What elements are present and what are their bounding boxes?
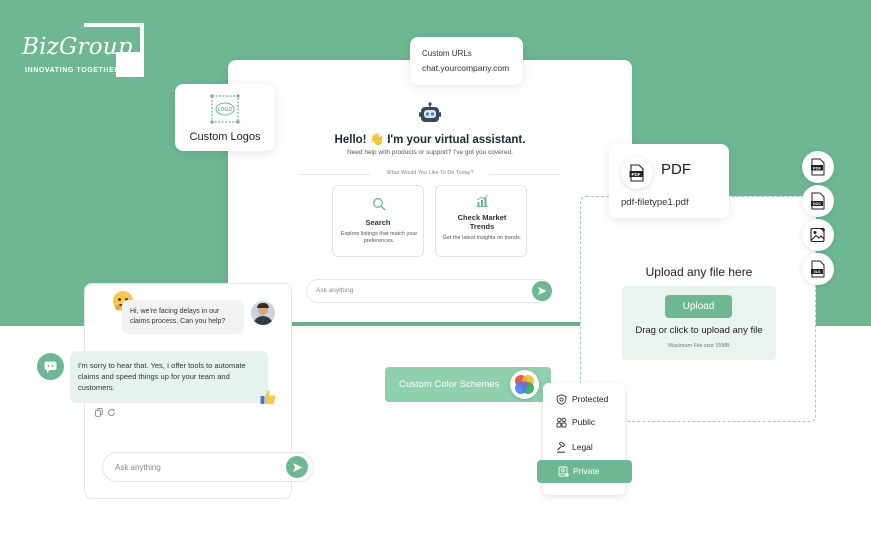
color-schemes-label: Custom Color Schemes bbox=[399, 379, 500, 390]
assistant-prompt: What Would You Like To Do Today? bbox=[386, 170, 474, 176]
custom-logos-label: Custom Logos bbox=[189, 131, 261, 143]
pdf-filename: pdf-filetype1.pdf bbox=[621, 197, 689, 208]
upload-instruction: Drag or click to upload any file bbox=[635, 325, 763, 336]
chat-input[interactable]: Ask anything bbox=[102, 452, 314, 482]
refresh-icon[interactable] bbox=[107, 408, 116, 417]
upload-max-size: Maximum File size 15MB bbox=[668, 343, 730, 349]
color-palette-badge bbox=[510, 370, 539, 399]
gavel-icon bbox=[557, 442, 565, 453]
chat-send-button[interactable] bbox=[286, 456, 308, 478]
svg-text:PDF: PDF bbox=[813, 165, 822, 170]
xls-file-icon: XLS bbox=[811, 260, 825, 278]
file-type-xls[interactable]: XLS bbox=[802, 253, 834, 285]
menu-item-protected[interactable]: Protected bbox=[543, 390, 625, 408]
search-icon bbox=[373, 198, 386, 211]
user-message-text: Hi, we're facing delays in our claims pr… bbox=[130, 308, 226, 325]
file-type-image[interactable] bbox=[802, 219, 834, 251]
pdf-badge: PDF bbox=[621, 157, 653, 189]
input-placeholder: Ask anything bbox=[316, 287, 354, 294]
logo-frame-block bbox=[116, 52, 144, 77]
divider-left bbox=[300, 174, 370, 175]
pdf-card: PDF PDF pdf-filetype1.pdf bbox=[609, 144, 729, 218]
lock-user-icon bbox=[558, 466, 569, 477]
shield-icon bbox=[556, 394, 567, 405]
divider-right bbox=[490, 174, 560, 175]
menu-item-label: Public bbox=[572, 417, 596, 427]
assistant-panel: Hello! 👋 I'm your virtual assistant. Nee… bbox=[228, 60, 632, 322]
svg-text:PDF: PDF bbox=[632, 172, 641, 177]
upload-button[interactable]: Upload bbox=[665, 295, 732, 318]
logo-frame bbox=[84, 23, 144, 76]
user-avatar bbox=[251, 301, 275, 325]
robot-icon bbox=[419, 102, 441, 122]
custom-urls-label: Custom URLs bbox=[422, 49, 472, 58]
color-wheel-icon bbox=[515, 375, 534, 394]
thumbs-up-icon bbox=[259, 388, 277, 406]
bot-avatar bbox=[37, 353, 64, 380]
menu-item-label: Private bbox=[573, 466, 600, 476]
svg-text:LOGO: LOGO bbox=[218, 107, 233, 113]
menu-item-legal[interactable]: Legal bbox=[543, 438, 625, 456]
image-file-icon bbox=[810, 227, 825, 243]
custom-url-value: chat.yourcompany.com bbox=[422, 63, 510, 73]
input-placeholder: Ask anything bbox=[115, 463, 161, 472]
menu-item-private-selected[interactable]: Private bbox=[537, 460, 632, 483]
brand-name: BizGroup bbox=[22, 34, 133, 60]
tile-title: Search bbox=[365, 218, 391, 227]
tile-description: Get the latest insights on trends. bbox=[442, 235, 522, 241]
menu-item-label: Protected bbox=[572, 394, 609, 404]
tile-market-trends[interactable]: Check Market Trends Get the latest insig… bbox=[435, 185, 527, 257]
upload-dropzone[interactable]: Upload Drag or click to upload any file … bbox=[622, 286, 776, 360]
custom-logos-card: LOGO Custom Logos bbox=[175, 84, 275, 151]
pdf-title: PDF bbox=[661, 161, 691, 178]
pdf-file-icon: PDF bbox=[629, 164, 644, 182]
users-icon bbox=[556, 417, 567, 428]
menu-item-public[interactable]: Public bbox=[543, 413, 625, 431]
brand-tagline: INNOVATING TOGETHER bbox=[25, 67, 121, 74]
copy-icon[interactable] bbox=[95, 408, 103, 417]
tile-title: Check Market Trends bbox=[457, 213, 507, 231]
svg-text:DOC: DOC bbox=[813, 202, 821, 206]
file-type-doc[interactable]: DOC bbox=[802, 185, 834, 217]
user-message-bubble: Hi, we're facing delays in our claims pr… bbox=[122, 300, 244, 334]
svg-text:XLS: XLS bbox=[814, 270, 822, 274]
custom-urls-card: Custom URLs chat.yourcompany.com bbox=[410, 37, 523, 85]
bot-message-bubble: I'm sorry to hear that. Yes, I offer too… bbox=[70, 351, 268, 403]
send-icon bbox=[538, 287, 547, 295]
upload-title: Upload any file here bbox=[645, 265, 753, 279]
assistant-greeting: Hello! 👋 I'm your virtual assistant. bbox=[334, 134, 526, 146]
logo-placeholder-icon: LOGO bbox=[210, 94, 240, 124]
chart-icon bbox=[476, 195, 488, 207]
pdf-file-icon: PDF bbox=[811, 158, 825, 176]
tile-description: Explore listings that match your prefere… bbox=[340, 231, 418, 244]
tile-search[interactable]: Search Explore listings that match your … bbox=[332, 185, 424, 257]
bot-message-text: I'm sorry to hear that. Yes, I offer too… bbox=[78, 361, 246, 392]
send-icon bbox=[293, 463, 303, 472]
send-button[interactable] bbox=[532, 281, 552, 301]
menu-item-label: Legal bbox=[572, 442, 593, 452]
assistant-subtitle: Need help with products or support? I've… bbox=[346, 149, 513, 156]
file-type-pdf[interactable]: PDF bbox=[802, 151, 834, 183]
chat-bot-icon bbox=[44, 361, 57, 373]
doc-file-icon: DOC bbox=[811, 192, 825, 210]
assistant-input[interactable]: Ask anything bbox=[306, 279, 552, 303]
